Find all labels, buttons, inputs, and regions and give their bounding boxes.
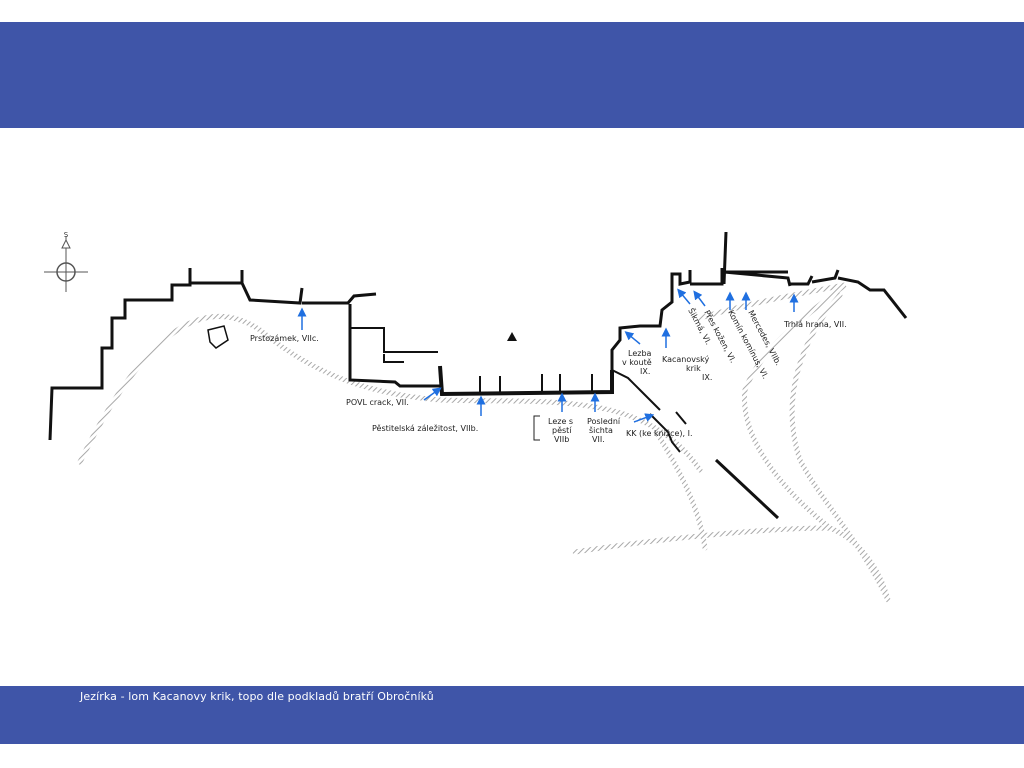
trail-branch-3	[697, 282, 847, 531]
label-trhla: Trhlá hrana, VII.	[783, 320, 847, 329]
wall-step	[348, 304, 440, 388]
arrow-povl	[423, 387, 442, 401]
wall-center	[438, 365, 614, 397]
wall-isolated	[714, 458, 780, 520]
label-leze-2: pěstí	[552, 426, 572, 435]
trail-group	[77, 282, 891, 603]
label-posledni-2: šichta	[589, 425, 613, 435]
label-kacanovsky-2: krik	[686, 364, 701, 373]
compass-rose-icon: S	[44, 231, 88, 292]
route-labels: Prstozámek, VIIc. POVL crack, VII. Pěsti…	[250, 306, 847, 444]
label-leze-3: VIIb	[554, 435, 569, 444]
route-arrows	[297, 288, 799, 423]
label-kk: KK (ke knížce), I.	[626, 429, 693, 438]
label-leze-1: Leze s	[548, 417, 573, 426]
boulder	[207, 325, 229, 349]
trail-branch-4	[789, 292, 891, 603]
wall-right-lower	[611, 369, 687, 453]
wall-right-buttress	[610, 231, 908, 392]
label-posledni-1: Poslední	[587, 417, 621, 426]
trail-branch-2	[572, 525, 891, 603]
label-povl: POVL crack, VII.	[346, 398, 409, 407]
trail-main	[77, 313, 703, 473]
arrow-pres-kozen	[693, 290, 706, 307]
label-posledni-3: VII.	[592, 435, 605, 444]
wall-ticks	[479, 374, 593, 394]
arrow-lezba	[624, 331, 641, 345]
arrow-kk	[633, 413, 655, 423]
wall-inner	[350, 327, 438, 363]
label-kacanovsky-1: Kacanovský	[662, 355, 710, 364]
label-pestitelska: Pěstitelská záležitost, VIIb.	[372, 424, 478, 433]
label-prstozamek: Prstozámek, VIIc.	[250, 334, 319, 343]
label-lezba-1: Lezba	[628, 349, 652, 358]
compass-north-label: S	[64, 231, 69, 239]
leze-bracket	[533, 415, 540, 441]
wall-left	[48, 268, 377, 441]
label-lezba-2: v koutě	[622, 358, 652, 367]
label-kacanovsky-3: IX.	[702, 373, 712, 382]
map-caption: Jezírka - lom Kacanovy krik, topo dle po…	[80, 690, 434, 703]
footer-band	[0, 686, 1024, 744]
arrow-sikma	[677, 288, 691, 305]
header-band	[0, 22, 1024, 128]
summit-marker-icon	[507, 332, 517, 341]
wall-group	[48, 231, 908, 520]
label-lezba-3: IX.	[640, 367, 650, 376]
